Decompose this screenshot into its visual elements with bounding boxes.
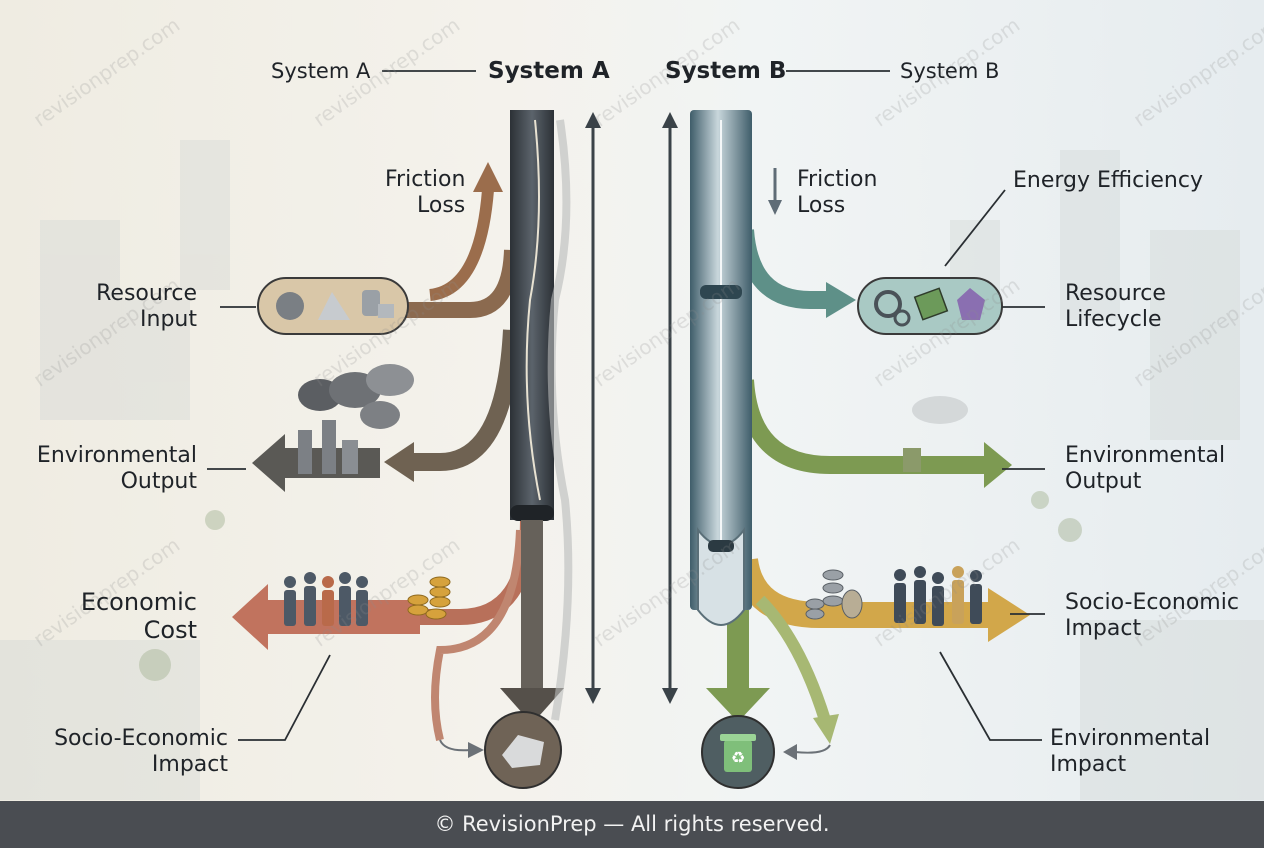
- trees: [139, 491, 1082, 681]
- waste-arrowhead-a: [468, 742, 484, 758]
- energy-efficiency-label: Energy Efficiency: [1013, 168, 1203, 193]
- city-background: [0, 140, 1264, 800]
- system-b-flows: [690, 110, 1030, 760]
- resource-lifecycle-node: [857, 277, 1003, 335]
- resource-input-node: [257, 277, 409, 335]
- waste-node-a: [484, 711, 562, 789]
- system-a-header-small: System A: [271, 59, 371, 83]
- system-a-flows: [232, 110, 573, 758]
- leader-lines: [207, 70, 1045, 741]
- factory-icon: [298, 364, 414, 474]
- friction-loss-arrow-a: [428, 189, 494, 301]
- resource-lifecycle-arrowhead: [826, 282, 856, 318]
- friction-loss-arrowhead-a: [473, 162, 503, 192]
- return-flow-b: [755, 595, 831, 722]
- system-a-header: System A: [488, 58, 610, 84]
- waste-flow-a: [431, 529, 524, 741]
- smoke-trail: [547, 119, 573, 721]
- people-coins-b: [805, 566, 982, 626]
- env-output-flow-a: [410, 329, 521, 471]
- socio-economic-arrowhead-b: [988, 588, 1030, 642]
- people-coins-a: [284, 572, 451, 626]
- resource-lifecycle-flow: [736, 229, 830, 309]
- env-output-big-arrow-a: [252, 434, 380, 492]
- recycle-node: ♻: [701, 715, 775, 789]
- env-output-arrowhead-b: [984, 442, 1012, 488]
- recycle-icon: ♻: [731, 748, 745, 767]
- efficient-output-icon: [903, 396, 968, 472]
- env-output-flow-b: [736, 379, 990, 474]
- system-b-header: System B: [665, 58, 787, 84]
- system-a-down-arrowhead: [500, 688, 564, 724]
- recycle-arrowhead: [706, 688, 770, 722]
- return-arrowhead-b: [813, 714, 839, 744]
- system-b-header-small: System B: [900, 59, 1000, 83]
- center-dividers: [585, 112, 678, 704]
- copyright-footer: © RevisionPrep — All rights reserved.: [0, 801, 1264, 848]
- env-output-arrowhead-a: [384, 442, 414, 482]
